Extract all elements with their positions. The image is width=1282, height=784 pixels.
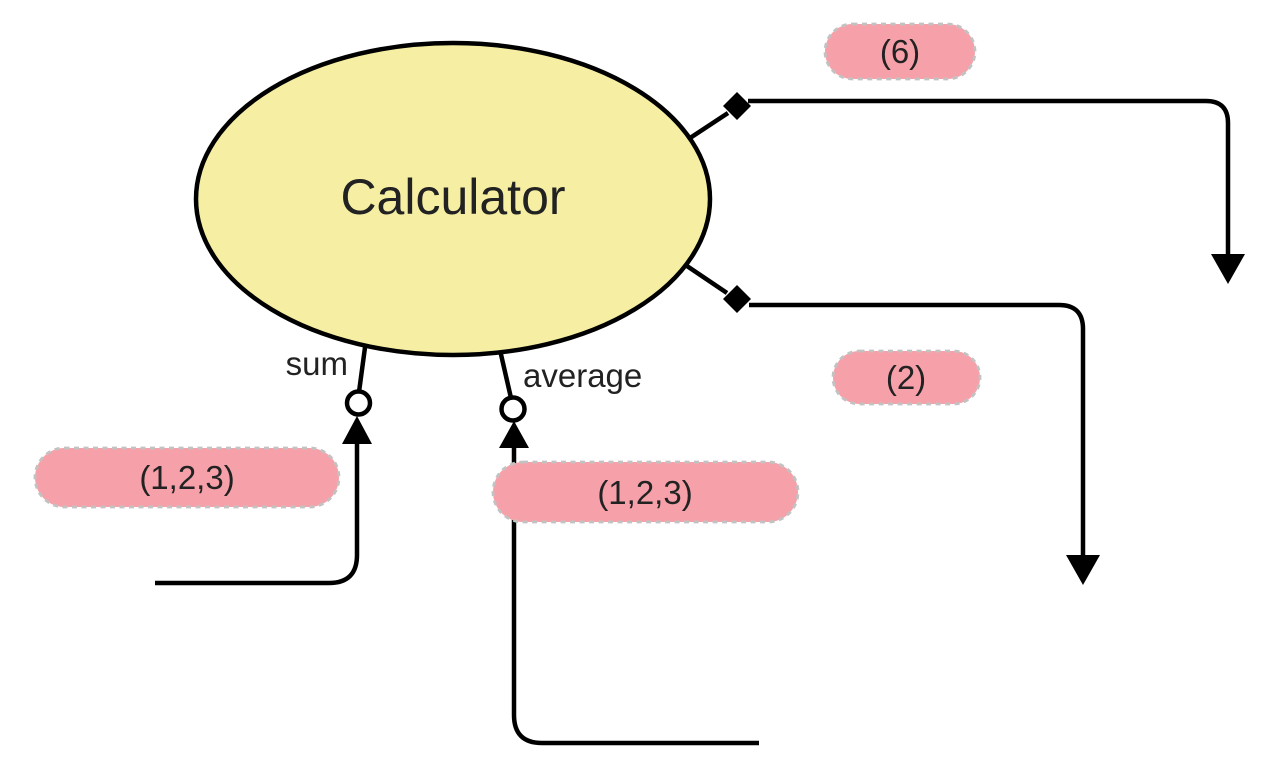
sum-return-arrow-line [748, 98, 1231, 254]
sum-port-circle [344, 389, 373, 417]
sum-call-arrow-line [155, 441, 360, 586]
sum-return-pill-label: (6) [880, 33, 920, 70]
average-call-arrow-line [511, 446, 759, 746]
sum-port-stem [356, 339, 369, 393]
average-return-connector [679, 260, 729, 295]
average-args-pill [491, 460, 800, 524]
labels: Calculator sum average (6) (2) (1,2,3) (… [139, 33, 926, 511]
sum-port-label: sum [286, 345, 348, 382]
average-port-circle [499, 395, 527, 423]
average-return-pill [831, 349, 982, 406]
sum-return-arrowhead-icon [1211, 254, 1245, 284]
average-port-stem [497, 349, 514, 399]
calculator-node-label: Calculator [340, 169, 565, 225]
sum-args-pill-label: (1,2,3) [139, 459, 234, 496]
calculator-node [193, 40, 713, 358]
sum-return-pill [823, 22, 977, 81]
average-port-label: average [523, 357, 642, 394]
sum-args-pill [33, 446, 341, 509]
average-return-diamond-icon [723, 285, 751, 313]
sum-return-connector [685, 111, 730, 142]
average-args-pill-label: (1,2,3) [597, 474, 692, 511]
average-call-arrowhead-icon [499, 421, 529, 448]
sum-return-diamond-icon [723, 92, 751, 120]
link-markers [342, 92, 1245, 585]
average-return-arrow-line [749, 302, 1086, 556]
average-return-arrowhead-icon [1066, 555, 1100, 585]
average-return-pill-label: (2) [886, 359, 926, 396]
sum-call-arrowhead-icon [342, 416, 372, 444]
link-lines [155, 98, 1231, 746]
